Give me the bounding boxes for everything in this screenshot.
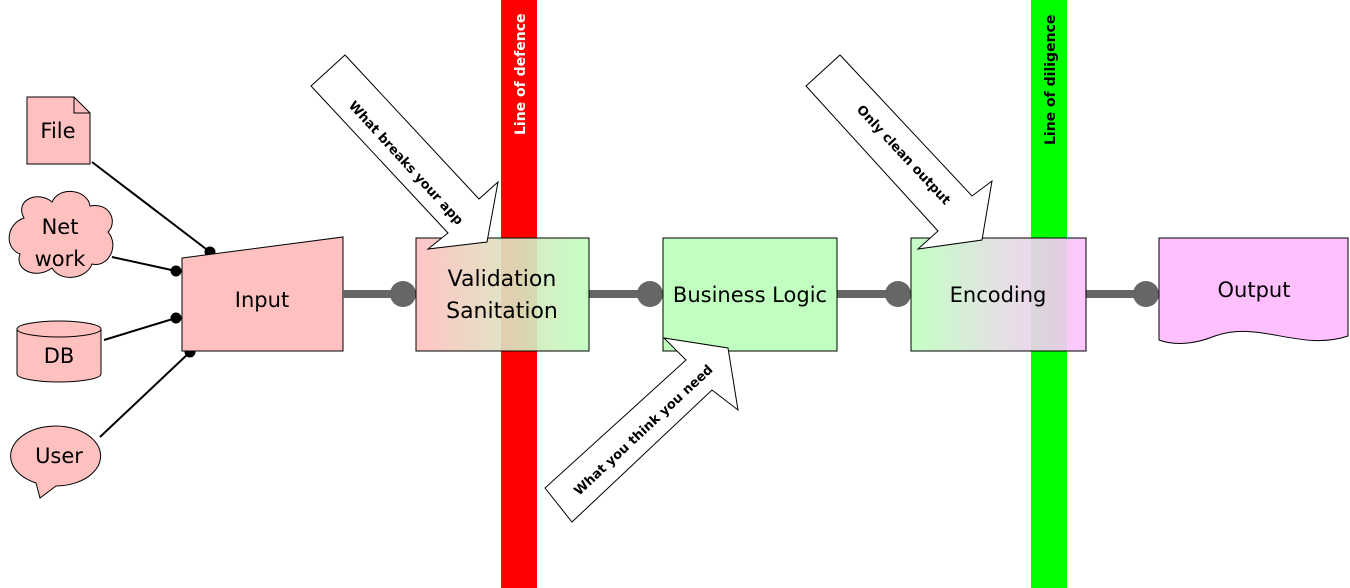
network-label-line1: Net — [42, 215, 79, 239]
callout-need-label: What you think you need — [571, 362, 716, 498]
input-stage: Input — [181, 236, 344, 352]
callout-clean-arrow: Only clean output — [805, 54, 993, 250]
line-of-diligence-label: Line of diligence — [1043, 15, 1059, 145]
network-source: Net work — [8, 191, 114, 278]
callout-need-arrow: What you think you need — [544, 337, 739, 523]
validation-label-line1: Validation — [448, 267, 557, 292]
encoding-stage: Encoding — [910, 237, 1087, 352]
business-logic-stage: Business Logic — [662, 237, 838, 352]
encoding-label: Encoding — [950, 283, 1047, 307]
db-source: DB — [16, 320, 102, 383]
network-label-line2: work — [35, 247, 87, 271]
line-of-defence-label: Line of defence — [513, 13, 529, 135]
output-stage: Output — [1158, 237, 1349, 344]
input-label: Input — [235, 288, 289, 312]
user-label: User — [35, 444, 83, 468]
user-source: User — [10, 425, 102, 499]
validation-label-line2: Sanitation — [446, 299, 558, 324]
file-label: File — [40, 119, 75, 143]
validation-stage: Validation Sanitation — [415, 237, 590, 352]
callout-breaks-arrow: What breaks your app — [310, 54, 499, 250]
db-label: DB — [44, 344, 75, 368]
business-logic-label: Business Logic — [673, 283, 827, 307]
output-label: Output — [1218, 278, 1291, 302]
connector-dots — [390, 281, 1159, 307]
file-source: File — [26, 96, 91, 165]
callout-breaks-label: What breaks your app — [345, 99, 466, 229]
